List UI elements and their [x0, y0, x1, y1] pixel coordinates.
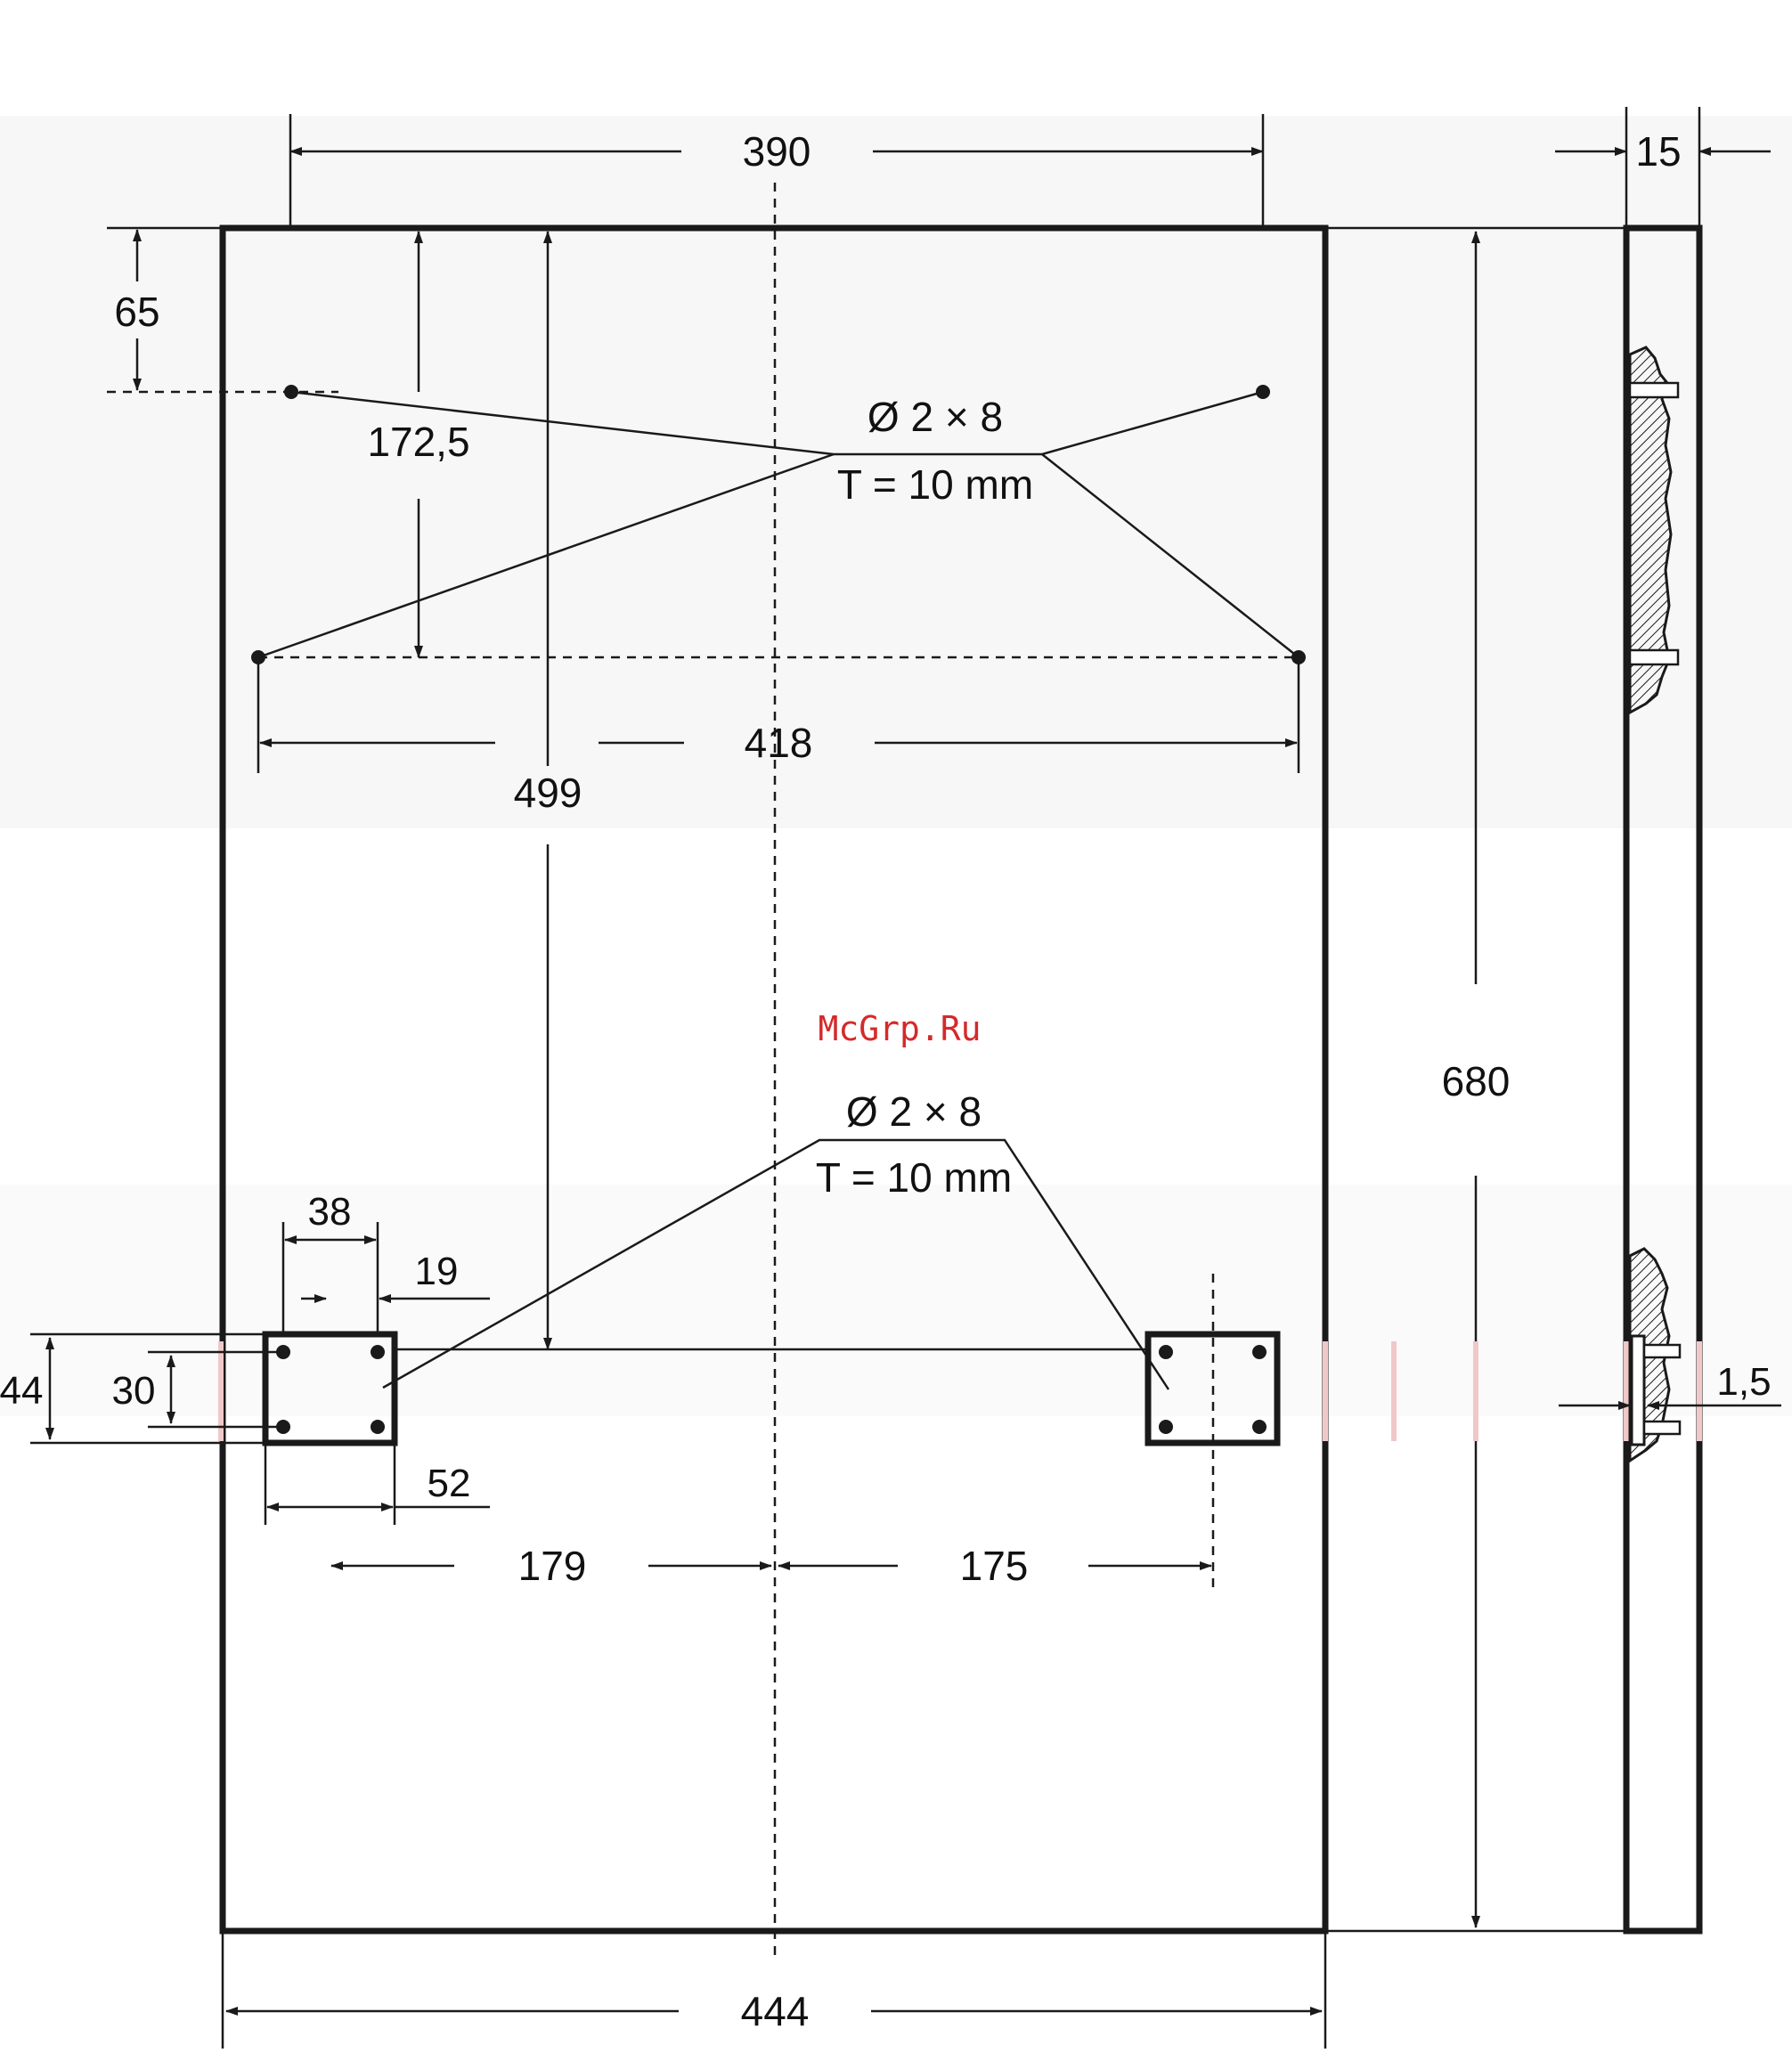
bracket-left-hole-br [371, 1420, 385, 1434]
bracket-right-hole-tr [1252, 1345, 1267, 1359]
dim-right-from-center: 175 [778, 1543, 1211, 1589]
dim-38-label: 38 [308, 1190, 352, 1234]
dim-30-label: 30 [112, 1369, 156, 1413]
watermark: McGrp.Ru [818, 1009, 981, 1048]
dim-444-label: 444 [741, 1988, 810, 2034]
dim-175-label: 175 [960, 1543, 1029, 1589]
dim-499-label: 499 [514, 770, 582, 816]
dim-65-label: 65 [114, 289, 159, 335]
dim-1-5-label: 1,5 [1716, 1360, 1771, 1404]
bracket-right-hole-br [1252, 1420, 1267, 1434]
side-screw-lower [1630, 650, 1678, 664]
dim-19-label: 19 [415, 1250, 459, 1293]
dim-15-label: 15 [1635, 128, 1681, 175]
dim-179-label: 179 [518, 1543, 587, 1589]
upper-depth-note: T = 10 mm [837, 461, 1033, 508]
dim-390-label: 390 [743, 128, 811, 175]
dim-418-label: 418 [745, 720, 813, 766]
lower-screw-note: Ø 2 × 8 [846, 1088, 982, 1135]
dim-bracket-outer-width: 52 [265, 1443, 490, 1525]
dim-left-from-center: 179 [331, 1543, 771, 1589]
bracket-left-hole-tr [371, 1345, 385, 1359]
side-screw-upper [1630, 383, 1678, 397]
bracket-right-hole-tl [1159, 1345, 1173, 1359]
background-band-lower [0, 1185, 1792, 1416]
side-bracket-plate [1632, 1336, 1644, 1445]
bracket-right-hole-bl [1159, 1420, 1173, 1434]
upper-screw-note: Ø 2 × 8 [867, 394, 1003, 440]
lower-depth-note: T = 10 mm [816, 1154, 1012, 1201]
dim-44-label: 44 [0, 1369, 43, 1413]
dim-52-label: 52 [428, 1462, 471, 1505]
side-bracket-screw-bottom [1644, 1422, 1680, 1434]
dim-680-label: 680 [1442, 1058, 1511, 1104]
side-bracket-screw-top [1644, 1345, 1680, 1357]
dim-172-5-label: 172,5 [367, 419, 469, 465]
